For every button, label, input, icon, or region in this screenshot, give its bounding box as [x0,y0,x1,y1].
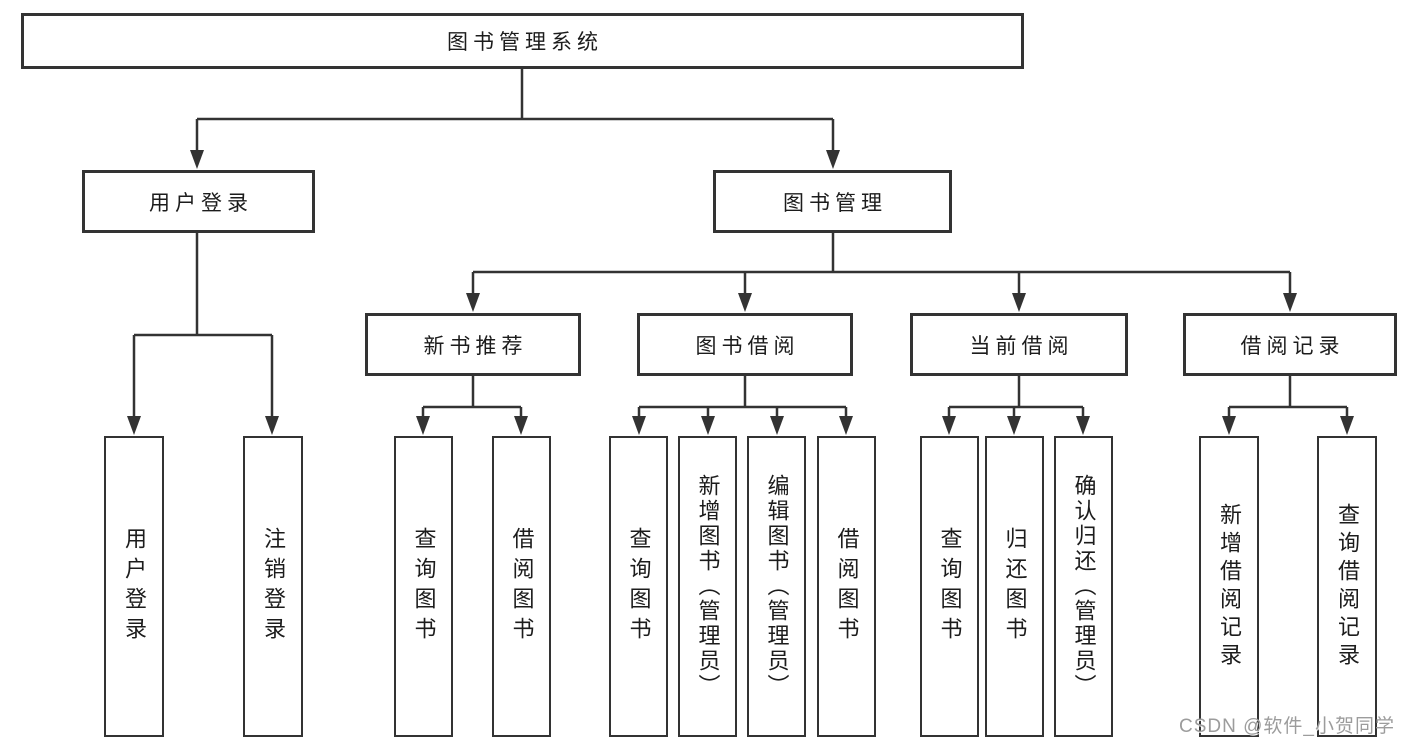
node-book-borrowing: 图书借阅 [637,313,853,376]
leaf-search-borrow-record: 查询借阅记录 [1317,436,1377,737]
node-book-management: 图书管理 [713,170,952,233]
leaf-add-borrow-record: 新增借阅记录 [1199,436,1259,737]
node-new-book-recommendation: 新书推荐 [365,313,581,376]
leaf-confirm-return-admin: 确认归还（管理员） [1054,436,1113,737]
leaf-search-books-recommend: 查询图书 [394,436,453,737]
watermark: CSDN @软件_小贺同学 [1179,716,1395,737]
leaf-search-books-borrowing: 查询图书 [609,436,668,737]
node-current-borrowing: 当前借阅 [910,313,1128,376]
node-borrowing-records: 借阅记录 [1183,313,1397,376]
leaf-add-book-admin: 新增图书（管理员） [678,436,737,737]
leaf-borrow-books-recommend: 借阅图书 [492,436,551,737]
arrowhead-icons [127,150,1354,435]
node-library-management-system: 图书管理系统 [21,13,1024,69]
leaf-user-login: 用户登录 [104,436,164,737]
leaf-search-books-current: 查询图书 [920,436,979,737]
leaf-edit-book-admin: 编辑图书（管理员） [747,436,806,737]
node-user-login: 用户登录 [82,170,315,233]
leaf-borrow-books-borrowing: 借阅图书 [817,436,876,737]
leaf-return-books: 归还图书 [985,436,1044,737]
leaf-logout: 注销登录 [243,436,303,737]
